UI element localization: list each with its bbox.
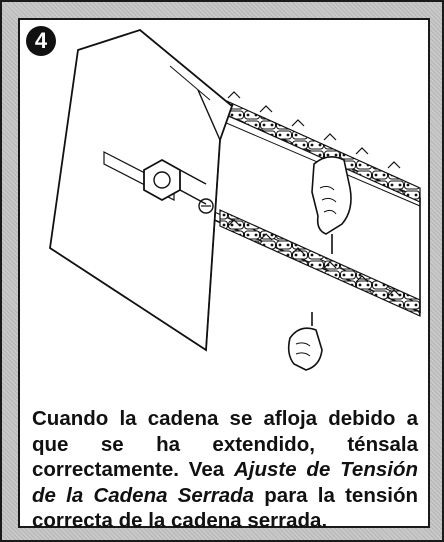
bar-nut-icon [143,158,207,205]
instruction-panel: 4 Cuando la cadena se afloja debido a qu… [18,18,430,532]
saw-housing-icon [49,28,234,352]
instruction-text-part2: para la tensión correcta de la cadena se… [32,483,418,533]
hand-pointer-icon [311,156,352,254]
guide-bar-icon [209,106,421,314]
saw-chain-icon [219,91,421,317]
instruction-text: Cuando la cadena se afloja debido a que … [32,406,418,534]
chainsaw-illustration [49,28,421,371]
step-number-badge: 4 [26,26,56,56]
tension-adjustment-reference: Ajuste de Tensión de la Cadena Serrada [32,458,418,507]
instruction-text-part1: Cuando la cadena se afloja debido a que … [32,407,418,481]
hand-lower-icon [287,312,323,371]
